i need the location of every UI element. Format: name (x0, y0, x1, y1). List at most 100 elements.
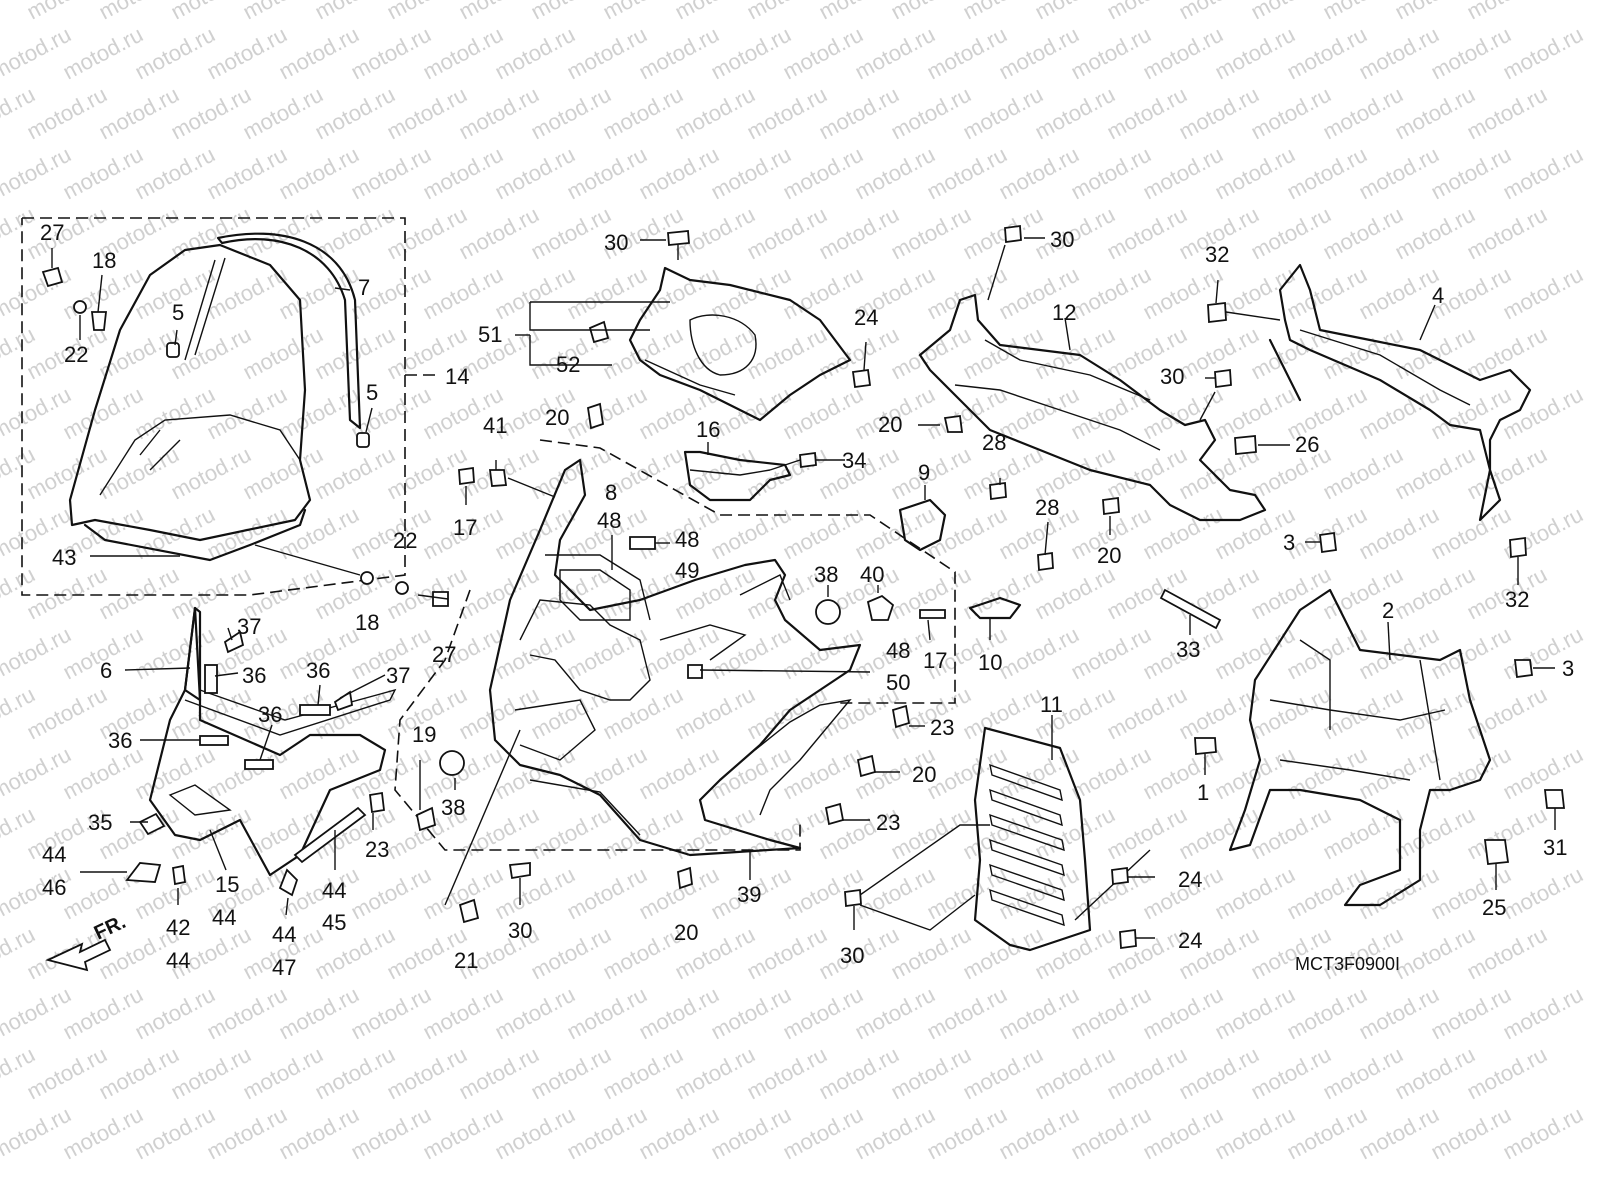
callout-label: 39 (737, 882, 761, 907)
watermark-text: motod.ru (959, 562, 1047, 625)
diagram-code: MCT3F0900I (1295, 954, 1400, 974)
callout-label: 9 (918, 460, 930, 485)
watermark-text: motod.ru (1427, 142, 1515, 205)
watermark-text: motod.ru (1247, 82, 1335, 145)
callout-label: 45 (322, 910, 346, 935)
watermark-text: motod.ru (779, 502, 867, 565)
callout-label: 25 (1482, 895, 1506, 920)
watermark-text: motod.ru (1283, 142, 1371, 205)
watermark-text: motod.ru (1391, 322, 1479, 385)
watermark-text: motod.ru (419, 262, 507, 325)
front-cowl-group (394, 230, 956, 924)
seal-strip (293, 806, 367, 864)
watermark-text: motod.ru (635, 982, 723, 1045)
watermark-text: motod.ru (23, 442, 111, 505)
watermark-text: motod.ru (1283, 622, 1371, 685)
callout-label: 30 (508, 918, 532, 943)
trim-strip-pad (204, 664, 218, 694)
clamp-icon (1483, 839, 1510, 865)
watermark-text: motod.ru (1139, 142, 1227, 205)
windscreen-garnish (83, 508, 307, 562)
watermark-text: motod.ru (815, 82, 903, 145)
callout-label: 38 (441, 795, 465, 820)
watermark-text: motod.ru (923, 982, 1011, 1045)
watermark-text: motod.ru (23, 82, 111, 145)
callout-label: 22 (393, 528, 417, 553)
callout-label: 20 (674, 920, 698, 945)
stay-arm (1268, 338, 1302, 402)
watermark-text: motod.ru (95, 82, 183, 145)
watermark-text: motod.ru (1499, 1102, 1587, 1165)
watermark-text: motod.ru (347, 502, 435, 565)
callout-label: 36 (108, 728, 132, 753)
watermark-text: motod.ru (563, 742, 651, 805)
watermark-text: motod.ru (851, 22, 939, 85)
watermark-text: motod.ru (959, 322, 1047, 385)
watermark-text: motod.ru (239, 322, 327, 385)
callout-label: 10 (978, 650, 1002, 675)
watermark-text: motod.ru (311, 202, 399, 265)
watermark-text: motod.ru (1427, 742, 1515, 805)
watermark-text: motod.ru (419, 982, 507, 1045)
watermark-text: motod.ru (1427, 622, 1515, 685)
callout-label: 31 (1543, 835, 1567, 860)
windscreen (68, 243, 312, 542)
watermark-text: motod.ru (599, 322, 687, 385)
watermark-text: motod.ru (131, 502, 219, 565)
clip-icon (369, 791, 385, 814)
watermark-text: motod.ru (455, 1042, 543, 1105)
watermark-text: motod.ru (1463, 0, 1551, 24)
watermark-text: motod.ru (599, 82, 687, 145)
watermark-text: motod.ru (1103, 202, 1191, 265)
watermark-text: motod.ru (1391, 922, 1479, 985)
cushion-icon (125, 862, 162, 883)
watermark-text: motod.ru (779, 742, 867, 805)
watermark-text: motod.ru (203, 742, 291, 805)
watermark-text: motod.ru (203, 1102, 291, 1165)
screw-icon (989, 481, 1007, 501)
watermark-text: motod.ru (1391, 682, 1479, 745)
callout-label: 16 (696, 417, 720, 442)
watermark-text: motod.ru (779, 622, 867, 685)
watermark-text: motod.ru (239, 442, 327, 505)
watermark-text: motod.ru (563, 982, 651, 1045)
watermark-text: motod.ru (1499, 142, 1587, 205)
watermark-text: motod.ru (0, 22, 75, 85)
watermark-text: motod.ru (707, 22, 795, 85)
screw-icon (508, 862, 531, 880)
watermark-text: motod.ru (1211, 742, 1299, 805)
watermark-text: motod.ru (1175, 1042, 1263, 1105)
watermark-text: motod.ru (491, 982, 579, 1045)
watermark-text: motod.ru (59, 982, 147, 1045)
watermark-text: motod.ru (707, 982, 795, 1045)
watermark-text: motod.ru (491, 1102, 579, 1165)
callout-label: 18 (355, 610, 379, 635)
watermark-text: motod.ru (203, 22, 291, 85)
callout-label: 24 (854, 305, 878, 330)
watermark-text: motod.ru (1463, 202, 1551, 265)
arrow-icon (45, 938, 112, 972)
callout-label: 3 (1562, 656, 1574, 681)
clip-icon (824, 802, 845, 826)
watermark-text: motod.ru (527, 682, 615, 745)
watermark-text: motod.ru (959, 682, 1047, 745)
washer-icon (73, 300, 87, 314)
callout-label: 30 (840, 943, 864, 968)
watermark-text: motod.ru (347, 862, 435, 925)
watermark-text: motod.ru (383, 202, 471, 265)
inner-cover (918, 293, 1267, 522)
watermark-text: motod.ru (743, 82, 831, 145)
watermark-text: motod.ru (1175, 802, 1263, 865)
watermark-text: motod.ru (1283, 502, 1371, 565)
watermark-text: motod.ru (1427, 382, 1515, 445)
watermark-text: motod.ru (131, 382, 219, 445)
watermark-text: motod.ru (599, 682, 687, 745)
callout-label: 44 (322, 878, 346, 903)
rubber-pad-icon (629, 536, 656, 550)
callout-label: 1 (1197, 780, 1209, 805)
watermark-text: motod.ru (419, 22, 507, 85)
watermark-text: motod.ru (1211, 862, 1299, 925)
watermark-text: motod.ru (707, 742, 795, 805)
watermark-text: motod.ru (347, 22, 435, 85)
callout-label: 36 (258, 702, 282, 727)
